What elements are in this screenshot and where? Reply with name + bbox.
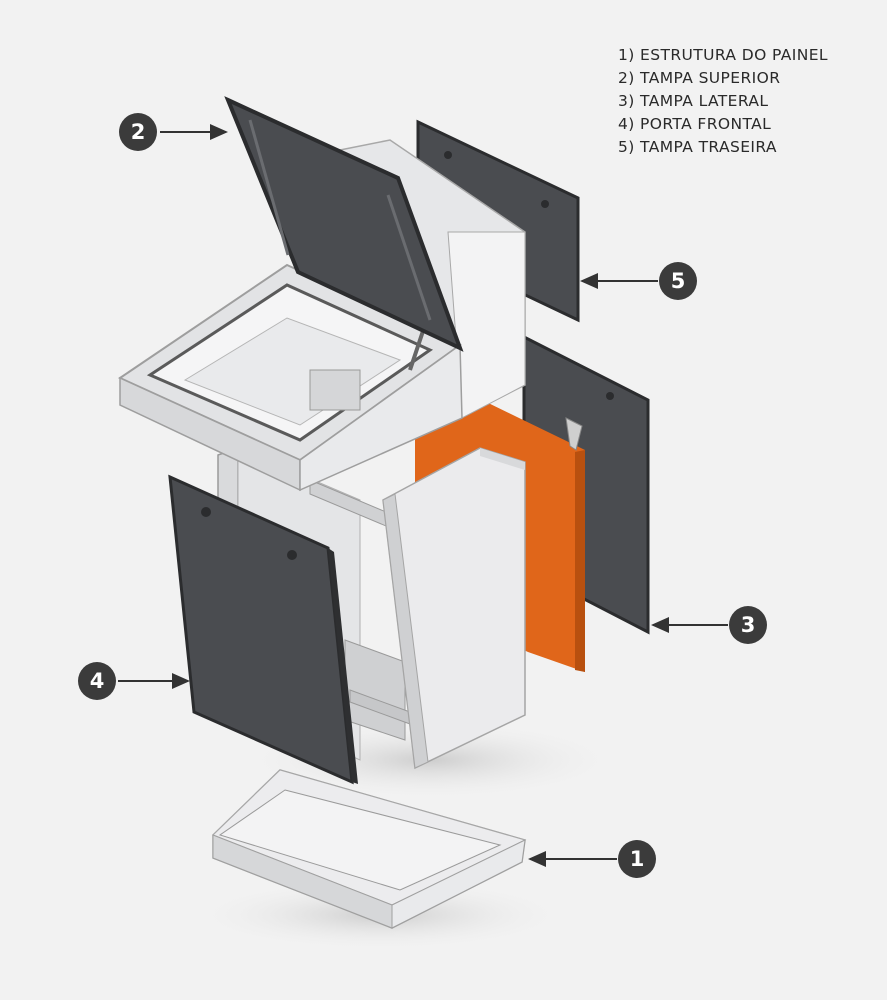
callout-badge-2: 2 bbox=[119, 113, 157, 151]
callout-badge-1: 1 bbox=[618, 840, 656, 878]
legend-item-5: 5) TAMPA TRASEIRA bbox=[618, 138, 777, 156]
legend-item-1: 1) ESTRUTURA DO PAINEL bbox=[618, 46, 828, 64]
legend-item-3: 3) TAMPA LATERAL bbox=[618, 92, 769, 110]
cabinet-body bbox=[382, 447, 526, 770]
callout-badge-4: 4 bbox=[78, 662, 116, 700]
parts-legend: 1) ESTRUTURA DO PAINEL 2) TAMPA SUPERIOR… bbox=[618, 44, 828, 159]
callout-badge-3: 3 bbox=[729, 606, 767, 644]
front-door bbox=[168, 474, 358, 785]
base-plinth bbox=[212, 769, 527, 929]
callout-badge-5: 5 bbox=[659, 262, 697, 300]
legend-item-4: 4) PORTA FRONTAL bbox=[618, 115, 772, 133]
legend-item-2: 2) TAMPA SUPERIOR bbox=[618, 69, 781, 87]
top-lid bbox=[224, 96, 464, 352]
